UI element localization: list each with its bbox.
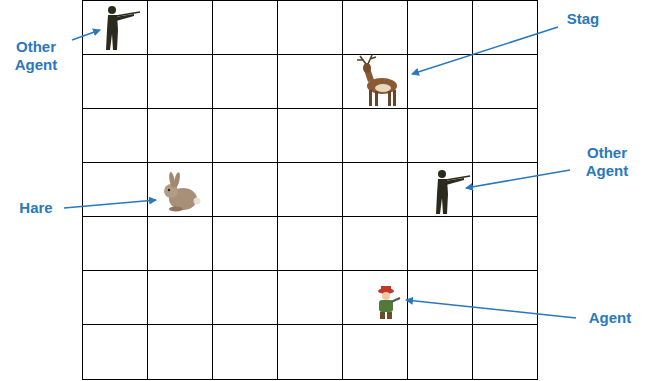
callout-label: Other Agent <box>4 38 68 74</box>
callout-label: Agent <box>580 309 640 327</box>
hare-icon <box>164 172 201 212</box>
grid <box>82 0 538 380</box>
callout-label: Stag <box>558 10 608 28</box>
stag-icon <box>357 55 397 106</box>
hunter-icon <box>106 6 140 50</box>
agent-icon <box>378 286 400 319</box>
leader-arrows <box>64 27 576 318</box>
hunter-icon <box>436 170 470 214</box>
callout-label: Hare <box>10 199 62 217</box>
callout-label: Other Agent <box>572 144 642 180</box>
